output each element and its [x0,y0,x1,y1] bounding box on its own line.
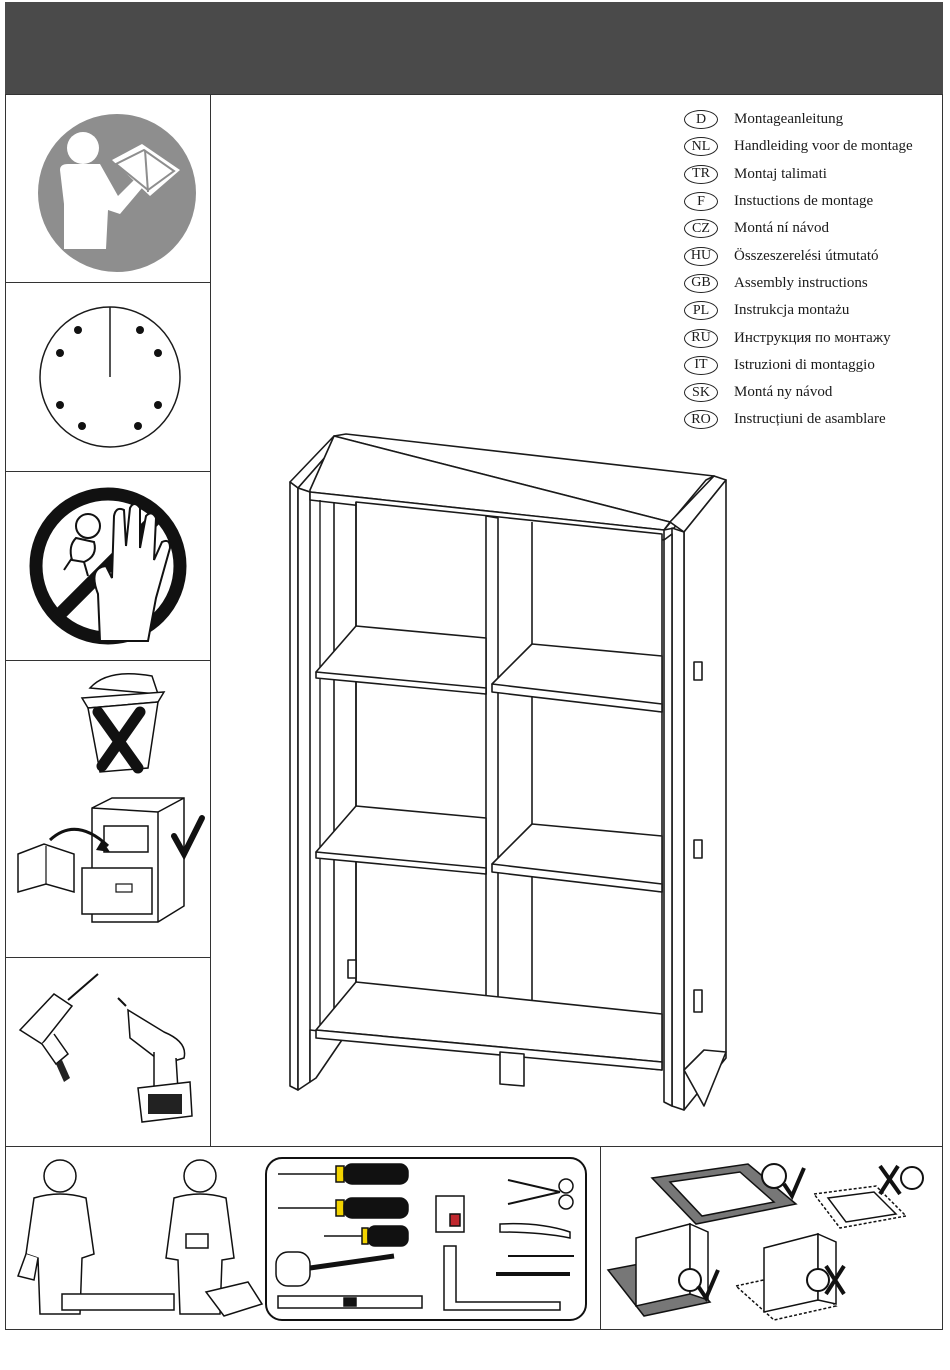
language-title: Handleiding voor de montage [734,138,913,155]
language-item: F Instuctions de montage [684,188,946,215]
language-item: GB Assembly instructions [684,270,946,297]
left-column-divider [210,94,211,1146]
bottom-band-split [600,1146,601,1330]
language-code-badge: RO [684,410,718,429]
language-title: Instrukcja montażu [734,302,849,319]
divider [5,282,210,283]
divider [5,957,210,958]
bottom-band-divider [5,1146,943,1147]
no-children-icon [28,486,188,646]
language-title: Montá ní návod [734,220,829,237]
language-code-badge: PL [684,301,718,320]
language-item: HU Összeszerelési útmutató [684,242,946,269]
read-manual-icon [38,114,196,272]
do-not-discard-icon [78,668,170,774]
language-title: Összeszerelési útmutató [734,248,879,265]
keep-in-cabinet-icon [16,796,202,932]
assembly-time-clock-icon [38,305,182,449]
language-title: Assembly instructions [734,275,868,292]
header-bar [5,2,943,94]
drill-tools-icon [14,972,194,1126]
language-code-badge: CZ [684,219,718,238]
divider [5,660,210,661]
language-title: Instuctions de montage [734,193,873,210]
language-title: Instrucțiuni de asamblare [734,411,886,428]
required-tools-icon [264,1156,590,1324]
language-code-badge: NL [684,137,718,156]
language-item: D Montageanleitung [684,106,946,133]
divider [5,471,210,472]
language-code-badge: RU [684,329,718,348]
language-item: IT Istruzioni di montaggio [684,352,946,379]
language-item: PL Instrukcja montażu [684,297,946,324]
language-code-badge: F [684,192,718,211]
language-code-badge: TR [684,165,718,184]
language-item: TR Montaj talimati [684,161,946,188]
language-title: Montageanleitung [734,111,843,128]
language-title: Montaj talimati [734,166,827,183]
language-code-badge: GB [684,274,718,293]
language-title: Montá ny návod [734,384,832,401]
language-title: Istruzioni di montaggio [734,357,875,374]
language-item: SK Montá ny návod [684,379,946,406]
two-person-assembly-icon [10,1154,272,1324]
language-code-badge: IT [684,356,718,375]
assemble-on-soft-surface-icon [604,1154,940,1324]
bookcase-illustration [286,430,732,1126]
language-item: NL Handleiding voor de montage [684,133,946,160]
language-item: CZ Montá ní návod [684,215,946,242]
language-code-badge: HU [684,247,718,266]
language-code-badge: D [684,110,718,129]
language-item: RU Инструкция по монтажу [684,324,946,351]
language-code-badge: SK [684,383,718,402]
language-title: Инструкция по монтажу [734,330,891,347]
